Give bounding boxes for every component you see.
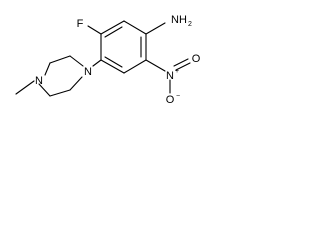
atom-label-nitro-oxygen-single: O [166,94,175,106]
ring-double-bond-inner-2 [104,56,123,68]
piperazine-bond-4 [38,83,51,97]
ring-bond-c3-c4 [100,59,125,74]
ring-bond-c5-c6 [100,20,125,35]
piperazine-ring [38,55,84,97]
ring-double-bond-inner-3 [104,26,123,38]
atom-label-amine-subscript: 2 [188,21,192,28]
atom-label-nitro-nitrogen: N [166,70,174,82]
bond-c-nh2 [145,22,166,35]
piperazine-bond-3 [44,62,51,76]
atom-label-piperazine-n-aryl: N [84,66,92,78]
ring-bond-c2-c3 [123,59,147,74]
bond-c-piperazine-n [92,59,102,67]
atom-label-piperazine-n-methyl: N [35,75,43,87]
piperazine-bond-6 [69,76,83,91]
piperazine-bond-2 [49,55,71,64]
atom-label-amine: NH [171,14,187,26]
atom-label-nitro-minus: − [176,93,180,100]
atom-label-nitro-plus: + [175,68,179,75]
chemical-structure-diagram: F NH 2 N + O O − N N [15,14,201,106]
atom-label-nitro-oxygen-double: O [192,53,201,65]
atom-label-fluorine: F [77,18,84,30]
piperazine-bond-5 [49,89,71,97]
bond-nitro-o-top-double [173,58,189,67]
ring-bond-c6-c1 [123,20,147,35]
benzene-ring [100,20,147,74]
bond-n-methyl [15,80,35,95]
bond-nitro-o-top [175,62,191,71]
piperazine-bond-1 [69,55,84,67]
bond-c-nitro [145,59,166,72]
bond-c-fluorine [87,25,102,35]
